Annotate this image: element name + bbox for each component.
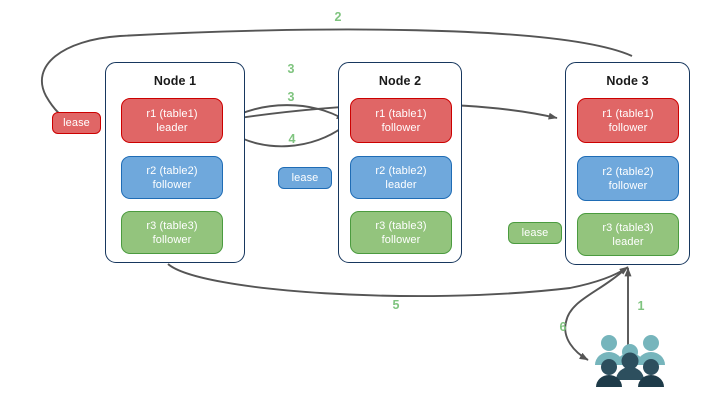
replica-role: follower xyxy=(152,178,192,191)
replica-role: follower xyxy=(608,179,648,192)
replica-node1-r2[interactable]: r2 (table2) follower xyxy=(121,156,223,199)
replica-role: leader xyxy=(156,121,188,134)
replica-role: follower xyxy=(608,121,648,134)
replica-node3-r3[interactable]: r3 (table3) leader xyxy=(577,213,679,256)
replica-name: r2 (table2) xyxy=(602,165,654,178)
replica-name: r3 (table3) xyxy=(146,219,198,232)
replica-node2-r3[interactable]: r3 (table3) follower xyxy=(350,211,452,254)
replica-name: r3 (table3) xyxy=(375,219,427,232)
step-label-5: 5 xyxy=(392,298,400,312)
replica-name: r2 (table2) xyxy=(375,164,427,177)
replica-name: r3 (table3) xyxy=(602,221,654,234)
replica-role: leader xyxy=(385,178,417,191)
replica-role: follower xyxy=(152,233,192,246)
replica-node3-r1[interactable]: r1 (table1) follower xyxy=(577,98,679,143)
node-title-node3: Node 3 xyxy=(606,74,649,88)
lease-badge-red[interactable]: lease xyxy=(52,112,101,134)
step-label-6: 6 xyxy=(559,320,567,334)
node-box-node1: Node 1 r1 (table1) leader r2 (table2) fo… xyxy=(105,62,245,263)
replica-node1-r3[interactable]: r3 (table3) follower xyxy=(121,211,223,254)
replica-node2-r1[interactable]: r1 (table1) follower xyxy=(350,98,452,143)
node-title-node2: Node 2 xyxy=(378,74,422,88)
step-label-1: 1 xyxy=(637,299,645,313)
replica-name: r1 (table1) xyxy=(375,107,427,120)
replica-node3-r2[interactable]: r2 (table2) follower xyxy=(577,156,679,201)
node-box-node2: Node 2 r1 (table1) follower r2 (table2) … xyxy=(338,62,462,263)
replica-name: r2 (table2) xyxy=(146,164,198,177)
replica-role: follower xyxy=(381,233,421,246)
replica-name: r1 (table1) xyxy=(146,107,198,120)
users-icon xyxy=(595,335,665,387)
replica-node1-r1[interactable]: r1 (table1) leader xyxy=(121,98,223,143)
replica-name: r1 (table1) xyxy=(602,107,654,120)
step-label-2: 2 xyxy=(334,10,342,24)
replica-role: follower xyxy=(381,121,421,134)
lease-badge-blue[interactable]: lease xyxy=(278,167,332,189)
step-label-3b: 3 xyxy=(287,90,295,104)
step-label-3a: 3 xyxy=(287,62,295,76)
node-title-node1: Node 1 xyxy=(153,74,197,88)
edge-step-5 xyxy=(167,263,629,297)
step-label-4: 4 xyxy=(288,132,296,146)
lease-badge-green[interactable]: lease xyxy=(508,222,562,244)
node-box-node3: Node 3 r1 (table1) follower r2 (table2) … xyxy=(565,62,690,265)
replica-node2-r2[interactable]: r2 (table2) leader xyxy=(350,156,452,199)
replica-role: leader xyxy=(612,235,644,248)
